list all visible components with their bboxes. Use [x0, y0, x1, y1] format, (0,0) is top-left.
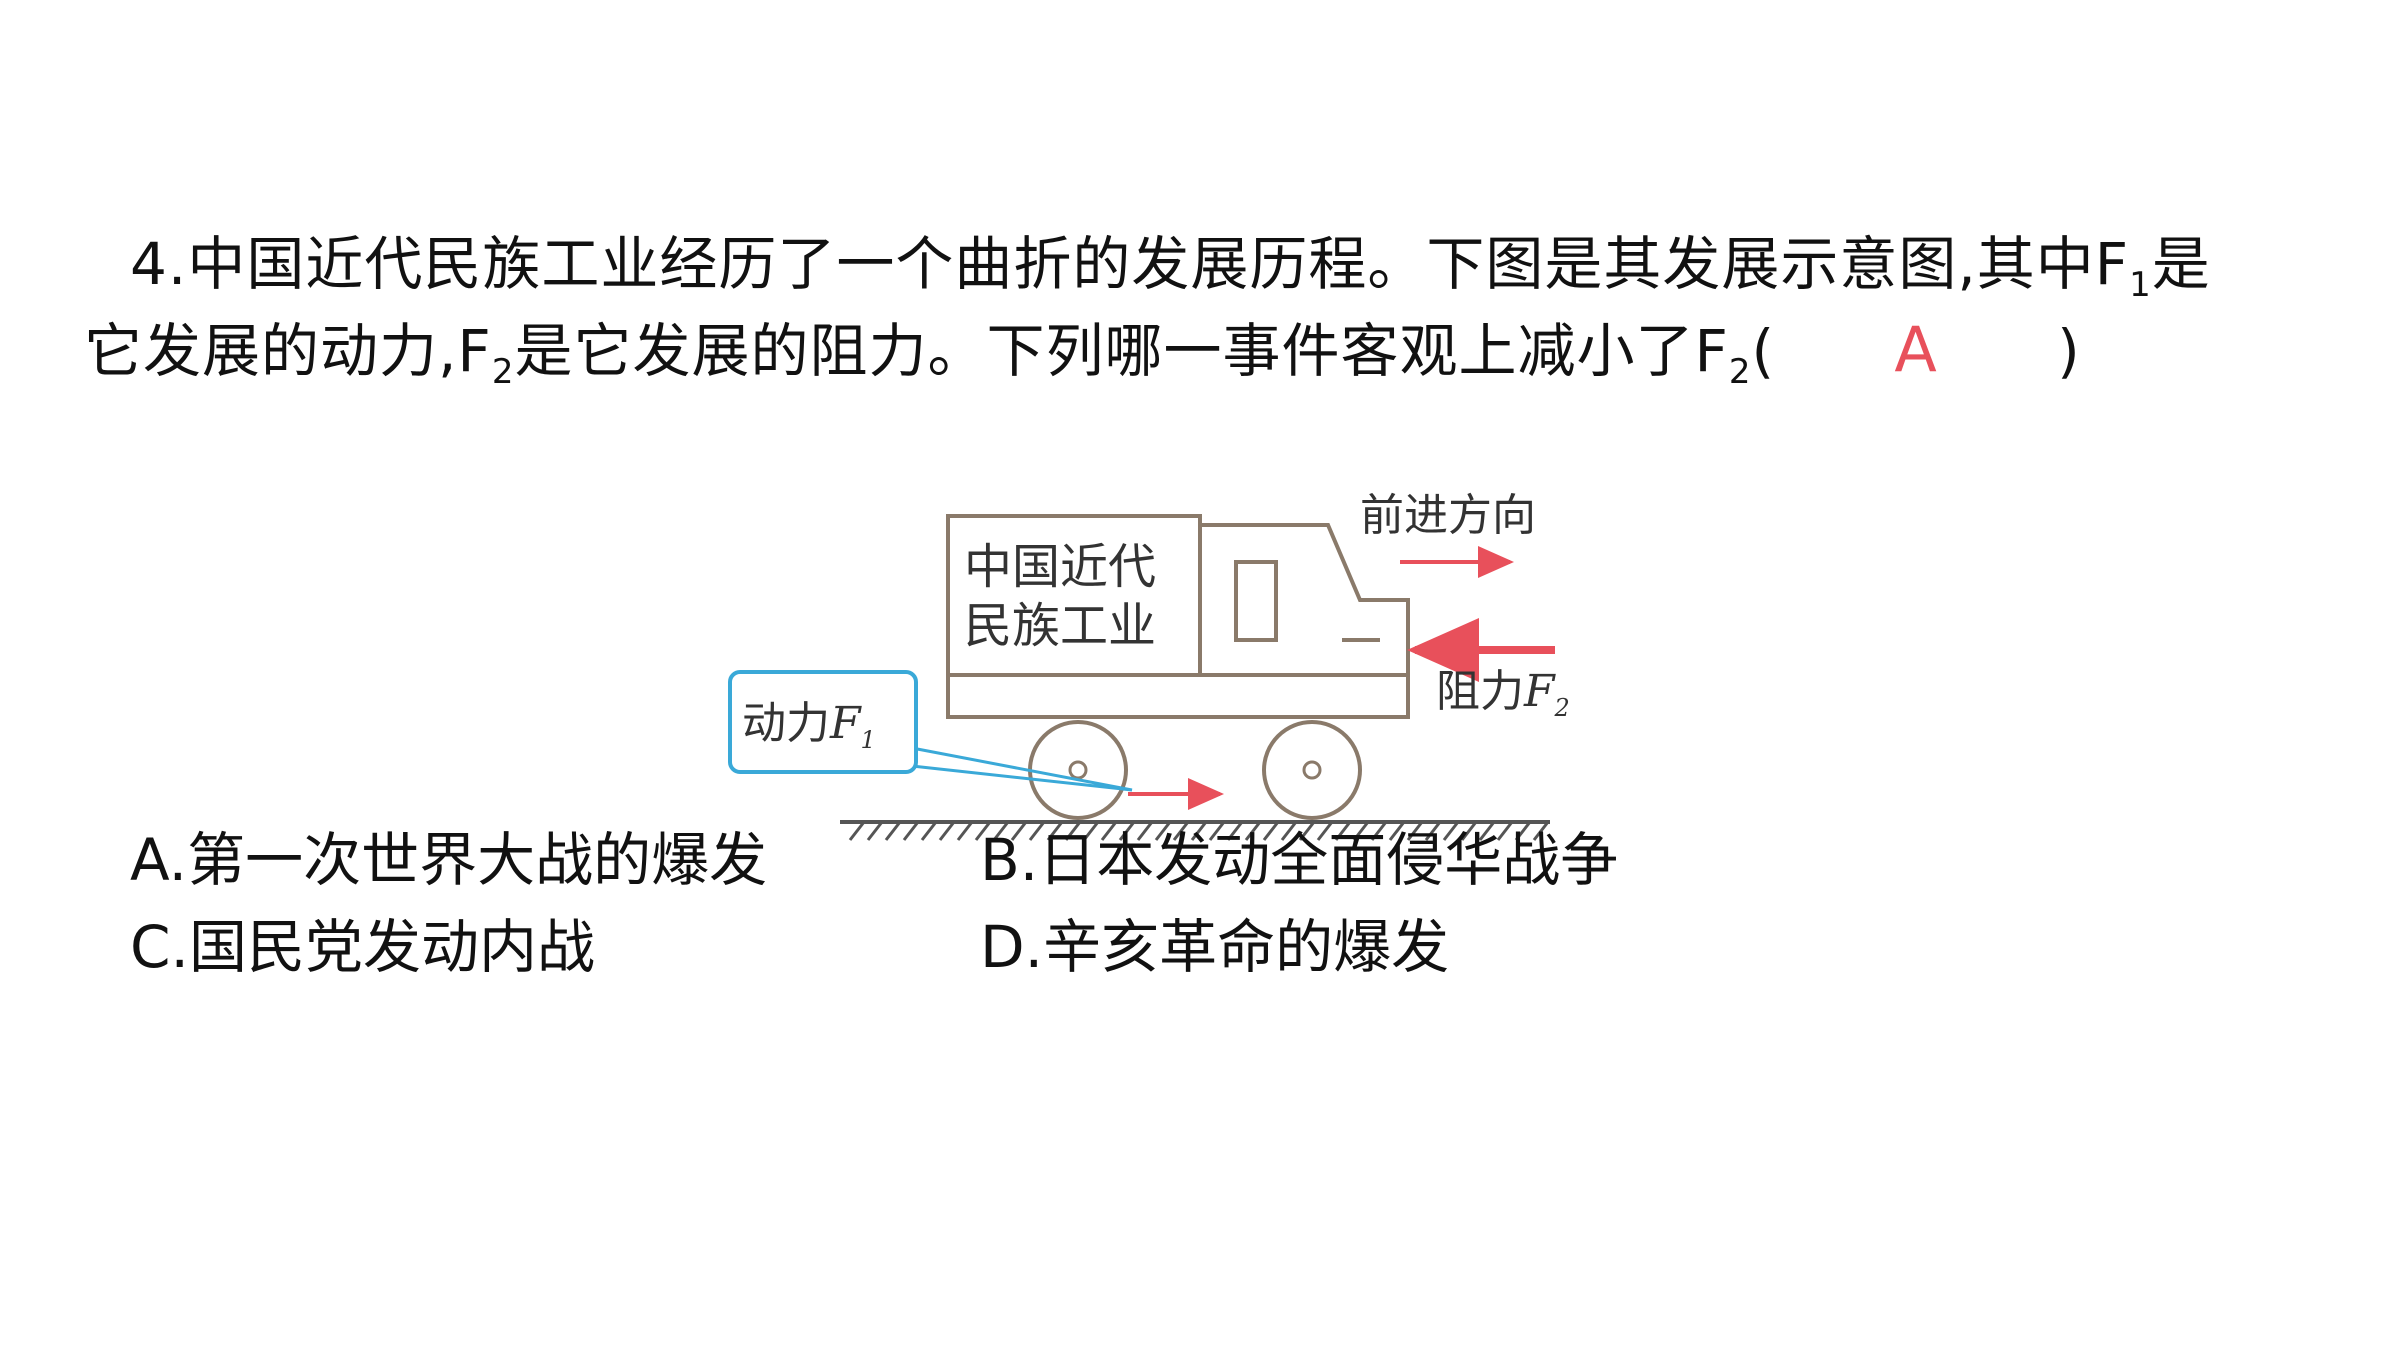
- ground-hatch-line: [866, 821, 884, 841]
- truck-cab: [1198, 523, 1410, 677]
- ground-hatch-line: [848, 821, 866, 841]
- ground-hatch-line: [1514, 821, 1532, 841]
- answer-text: A: [1894, 313, 1938, 386]
- ground-hatch-line: [1280, 821, 1298, 841]
- truck-diagram-svg: 中国近代 民族工业 前进方向 阻力F2 动力F1: [728, 490, 1570, 841]
- ground-hatch-line: [992, 821, 1010, 841]
- ground-hatch-line: [1334, 821, 1352, 841]
- ground-hatch-line: [938, 821, 956, 841]
- direction-label: 前进方向: [1360, 490, 1536, 541]
- ground-hatch-line: [974, 821, 992, 841]
- cargo-label-line-1: 中国近代: [964, 539, 1156, 595]
- ground-hatch-line: [1172, 821, 1190, 841]
- option-d-text: 辛亥革命的爆发: [1043, 913, 1450, 981]
- question-line-1: 4.中国近代民族工业经历了一个曲折的发展历程。下图是其发展示意图,其中F1是: [84, 222, 2344, 307]
- ground-hatch-line: [884, 821, 902, 841]
- option-d-letter: D.: [980, 913, 1044, 981]
- ground-hatch-line: [1190, 821, 1208, 841]
- ground-hatch-line: [1064, 821, 1082, 841]
- resistance-label-text: 阻力: [1436, 666, 1524, 717]
- subscript-2: 2: [491, 352, 515, 392]
- ground-hatch-line: [1298, 821, 1316, 841]
- ground-hatch-line: [920, 821, 938, 841]
- cargo-label-line-2: 民族工业: [964, 598, 1156, 654]
- ground-hatch-line: [1496, 821, 1514, 841]
- driving-callout-pointer: [911, 746, 1133, 792]
- ground-hatch-line: [956, 821, 974, 841]
- ground-hatch-line: [1478, 821, 1496, 841]
- question-text-1-end: 是: [2151, 230, 2211, 298]
- subscript-3: 2: [1728, 352, 1752, 392]
- subscript-1: 1: [2129, 265, 2152, 305]
- ground-hatch-line: [1244, 821, 1262, 841]
- ground-hatch-line: [1406, 821, 1424, 841]
- ground-hatch-line: [1532, 821, 1550, 841]
- driving-label: 动力F1: [742, 698, 876, 754]
- ground-hatch-line: [1100, 821, 1118, 841]
- option-c-letter: C.: [130, 913, 189, 981]
- ground-hatch-line: [1316, 821, 1334, 841]
- question-text-2-mid: 是它发展的阻力。下列哪一事件客观上减小了F: [514, 317, 1729, 385]
- option-c-text: 国民党发动内战: [188, 913, 595, 981]
- ground-hatch-line: [1154, 821, 1172, 841]
- driving-var: F: [829, 698, 862, 749]
- ground-hatch-line: [1424, 821, 1442, 841]
- question-number: 4.: [130, 230, 188, 298]
- question-text-1: 中国近代民族工业经历了一个曲折的发展历程。下图是其发展示意图,其中F: [187, 230, 2130, 298]
- ground-hatch-line: [1028, 821, 1046, 841]
- option-b-letter: B.: [980, 826, 1039, 894]
- ground-hatch-line: [1460, 821, 1478, 841]
- ground: [840, 820, 1550, 841]
- ground-hatch-line: [1226, 821, 1244, 841]
- paren-close: ): [2057, 317, 2081, 385]
- cab-window: [1234, 560, 1278, 642]
- front-wheel: [1262, 720, 1362, 820]
- ground-hatch-line: [1388, 821, 1406, 841]
- ground-hatch-line: [1046, 821, 1064, 841]
- rear-wheel: [1028, 720, 1128, 820]
- ground-hatch-line: [1262, 821, 1280, 841]
- ground-hatch-line: [902, 821, 920, 841]
- driving-label-text: 动力: [742, 698, 830, 749]
- option-d[interactable]: D.辛亥革命的爆发: [980, 907, 1449, 987]
- option-b[interactable]: B.日本发动全面侵华战争: [980, 820, 1618, 900]
- ground-hatch-line: [1352, 821, 1370, 841]
- ground-hatch-line: [1010, 821, 1028, 841]
- question-text-2: 它发展的动力,F: [84, 317, 492, 385]
- option-a-letter: A.: [130, 826, 188, 894]
- ground-hatch-line: [1370, 821, 1388, 841]
- question-stem: 4.中国近代民族工业经历了一个曲折的发展历程。下图是其发展示意图,其中F1是 它…: [84, 222, 2344, 394]
- question-line-2: 它发展的动力,F2是它发展的阻力。下列哪一事件客观上减小了F2(A): [84, 307, 2344, 394]
- paren-open: (: [1751, 317, 1776, 385]
- option-a-text: 第一次世界大战的爆发: [187, 826, 768, 894]
- ground-hatch-line: [1208, 821, 1226, 841]
- ground-hatch-line: [1082, 821, 1100, 841]
- option-b-text: 日本发动全面侵华战争: [1038, 826, 1619, 894]
- truck-chassis: [946, 673, 1410, 719]
- option-a[interactable]: A.第一次世界大战的爆发: [130, 820, 767, 900]
- resistance-sub: 2: [1554, 694, 1570, 722]
- cargo-box: [946, 514, 1202, 677]
- option-c[interactable]: C.国民党发动内战: [130, 907, 595, 987]
- ground-hatch-line: [1136, 821, 1154, 841]
- resistance-label: 阻力F2: [1436, 666, 1570, 722]
- resistance-var: F: [1523, 666, 1556, 717]
- driving-callout-box: [728, 670, 918, 774]
- ground-hatch-line: [1118, 821, 1136, 841]
- ground-hatch-line: [1442, 821, 1460, 841]
- truck-diagram: 中国近代 民族工业 前进方向 阻力F2 动力F1: [680, 470, 1620, 860]
- driving-sub: 1: [861, 726, 876, 754]
